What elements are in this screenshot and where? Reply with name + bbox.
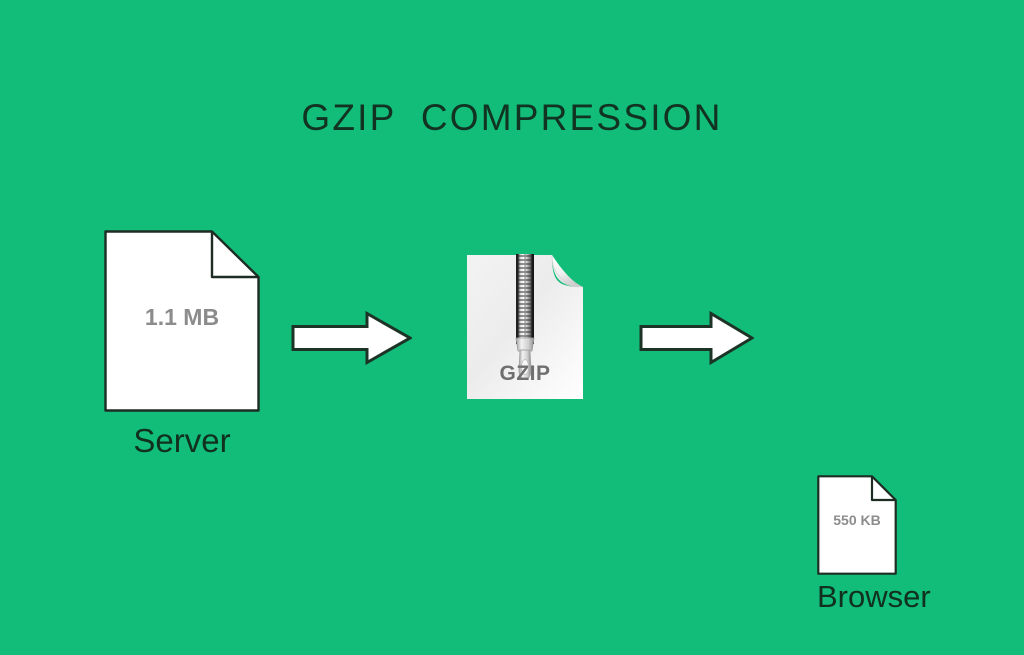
- arrow-right-icon: [639, 311, 754, 365]
- arrow-right-icon-2: [639, 311, 754, 365]
- document-icon: [104, 230, 260, 412]
- stage-browser: 550 KB Browser: [817, 475, 931, 614]
- stage-server: 1.1 MB Server: [104, 230, 260, 459]
- page-title: GZIP COMPRESSION: [301, 97, 723, 138]
- zip-archive-icon: [467, 254, 584, 399]
- stage-gzip: GZIP: [466, 254, 584, 400]
- document-icon: [817, 475, 897, 575]
- arrow-right-icon: [291, 311, 412, 365]
- browser-label: Browser: [817, 579, 931, 614]
- arrow-right-icon-1: [291, 311, 412, 365]
- server-label: Server: [133, 422, 231, 459]
